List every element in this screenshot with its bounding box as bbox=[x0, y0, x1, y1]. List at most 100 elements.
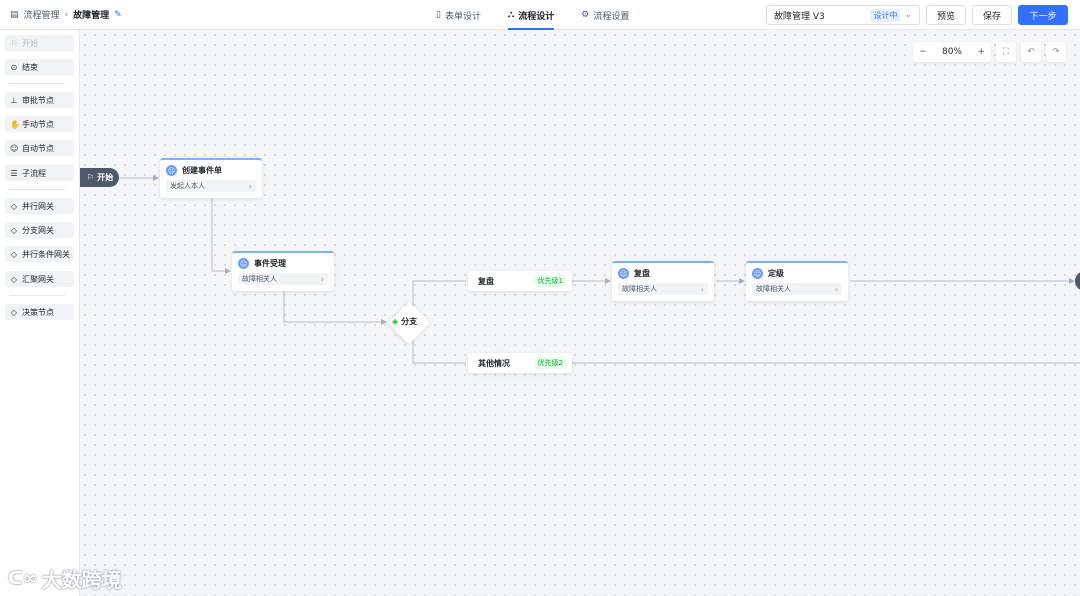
node-title: 事件受理 bbox=[254, 259, 286, 268]
flow-icon: ⛬ bbox=[507, 10, 515, 20]
user-avatar-icon: ☺ bbox=[238, 258, 249, 269]
zoom-out-icon[interactable]: − bbox=[919, 47, 927, 57]
version-name: 故障管理 V3 bbox=[774, 11, 825, 22]
gateway-label: ◈ 分支 bbox=[392, 316, 436, 327]
node-assignee-label: 发起人本人 bbox=[170, 182, 205, 190]
priority-badge: 优先级1 bbox=[534, 275, 566, 287]
subflow-icon: ☰ bbox=[10, 168, 18, 178]
gateway-label-text: 分支 bbox=[401, 317, 418, 326]
watermark: ᑕ∞ 大数跨境 bbox=[8, 564, 122, 593]
tab-flow-settings[interactable]: ⚙ 流程设置 bbox=[581, 0, 629, 30]
node-palette: ⚐开始 ⊙结束 ⊥审批节点 ✋手动节点 ☺自动节点 ☰子流程 ◇并行网关 ◇分支… bbox=[0, 30, 80, 596]
undo-icon[interactable]: ↶ bbox=[1021, 42, 1041, 62]
watermark-logo-icon: ᑕ∞ bbox=[8, 568, 38, 589]
version-select[interactable]: 故障管理 V3 设计中 ⌄ bbox=[766, 5, 920, 25]
palette-item-manual[interactable]: ✋手动节点 bbox=[5, 116, 74, 132]
watermark-text: 大数跨境 bbox=[41, 568, 122, 592]
palette-item-auto[interactable]: ☺自动节点 bbox=[5, 140, 74, 156]
priority-badge: 优先级2 bbox=[534, 357, 566, 369]
diamond-icon: ◇ bbox=[10, 225, 18, 235]
user-avatar-icon: ☺ bbox=[752, 268, 763, 279]
end-node[interactable] bbox=[1075, 271, 1080, 291]
node-header: ☺ 事件受理 bbox=[232, 253, 334, 269]
node-title: 定级 bbox=[768, 269, 784, 278]
fullscreen-icon[interactable]: ⛶ bbox=[996, 42, 1016, 62]
chevron-right-icon: › bbox=[64, 9, 69, 20]
status-badge: 设计中 bbox=[870, 8, 901, 22]
condition-priority-2[interactable]: 其他情况 优先级2 bbox=[468, 353, 572, 373]
save-button[interactable]: 保存 bbox=[972, 5, 1012, 25]
preview-button[interactable]: 预览 bbox=[926, 5, 966, 25]
connector-gateway-cond1 bbox=[412, 280, 466, 306]
connector-lines bbox=[119, 175, 1080, 364]
user-avatar-icon: ☺ bbox=[618, 268, 629, 279]
tab-label: 表单设计 bbox=[444, 11, 481, 22]
edit-icon[interactable]: ✎ bbox=[114, 9, 122, 20]
flag-icon: ⚐ bbox=[87, 173, 95, 182]
connector-gateway-cond2 bbox=[412, 338, 466, 364]
chevron-down-icon: ⌄ bbox=[904, 10, 912, 20]
palette-label: 汇聚网关 bbox=[22, 274, 54, 284]
connector-accept-gateway bbox=[283, 291, 387, 325]
breadcrumb-root[interactable]: 流程管理 bbox=[23, 11, 60, 21]
start-node[interactable]: ⚐ 开始 bbox=[80, 168, 119, 187]
user-avatar-icon: ☺ bbox=[166, 165, 177, 176]
palette-item-decision[interactable]: ◇决策节点 bbox=[5, 304, 74, 320]
palette-label: 子流程 bbox=[22, 168, 46, 178]
divider bbox=[9, 295, 65, 296]
breadcrumb-current: 故障管理 bbox=[73, 11, 110, 21]
tab-form-design[interactable]: ▯ 表单设计 bbox=[436, 0, 481, 30]
list-icon: ▤ bbox=[10, 9, 19, 20]
flow-canvas[interactable]: − 80% + ⛶ ↶ ↷ ⚐ 开始 ☺ 创建事件单 发起人本人 › ☺ 事件受… bbox=[80, 30, 1080, 596]
node-assignee[interactable]: 故障相关人 › bbox=[752, 283, 842, 295]
redo-icon[interactable]: ↷ bbox=[1046, 42, 1066, 62]
divider bbox=[9, 83, 65, 84]
palette-label: 并行条件网关 bbox=[22, 249, 70, 259]
condition-label: 复盘 bbox=[478, 276, 494, 286]
node-review[interactable]: ☺ 复盘 故障相关人 › bbox=[612, 261, 714, 301]
palette-item-merge-gateway[interactable]: ◇汇聚网关 bbox=[5, 271, 74, 287]
flag-icon: ⚐ bbox=[10, 38, 18, 48]
node-assignee-label: 故障相关人 bbox=[242, 275, 277, 283]
node-assignee[interactable]: 故障相关人 › bbox=[618, 283, 708, 295]
chevron-right-icon: › bbox=[700, 284, 704, 294]
palette-label: 并行网关 bbox=[22, 201, 54, 211]
document-icon: ▯ bbox=[436, 10, 441, 20]
node-header: ☺ 定级 bbox=[746, 263, 848, 279]
palette-label: 自动节点 bbox=[22, 143, 54, 153]
condition-priority-1[interactable]: 复盘 优先级1 bbox=[468, 271, 572, 291]
node-assignee[interactable]: 故障相关人 › bbox=[238, 273, 328, 285]
palette-label: 决策节点 bbox=[22, 307, 54, 317]
robot-icon: ☺ bbox=[10, 143, 19, 153]
palette-item-approval[interactable]: ⊥审批节点 bbox=[5, 92, 74, 108]
hand-icon: ✋ bbox=[10, 119, 20, 129]
palette-item-parallel-condition-gateway[interactable]: ◇ 并行条件网关 bbox=[5, 246, 74, 262]
diamond-icon: ◇ bbox=[10, 249, 18, 259]
next-step-button[interactable]: 下一步 bbox=[1018, 5, 1068, 25]
palette-item-start: ⚐开始 bbox=[5, 35, 74, 51]
palette-item-subflow[interactable]: ☰ 子流程 bbox=[5, 165, 74, 181]
node-accept-event[interactable]: ☺ 事件受理 故障相关人 › bbox=[232, 251, 334, 291]
palette-item-parallel-gateway[interactable]: ◇并行网关 bbox=[5, 198, 74, 214]
stamp-icon: ⊥ bbox=[10, 95, 18, 105]
node-title: 创建事件单 bbox=[182, 166, 222, 175]
zoom-in-icon[interactable]: + bbox=[977, 47, 985, 57]
node-assignee-label: 故障相关人 bbox=[622, 285, 657, 293]
node-assignee[interactable]: 发起人本人 › bbox=[166, 180, 256, 192]
tab-label: 流程设计 bbox=[518, 11, 555, 22]
tab-label: 流程设置 bbox=[593, 11, 630, 22]
gear-icon: ⚙ bbox=[581, 10, 590, 20]
palette-item-end[interactable]: ⊙结束 bbox=[5, 59, 74, 75]
palette-item-branch-gateway[interactable]: ◇ 分支网关 bbox=[5, 222, 74, 238]
zoom-control: − 80% + bbox=[913, 42, 991, 62]
tab-flow-design[interactable]: ⛬ 流程设计 bbox=[507, 0, 555, 30]
node-assignee-label: 故障相关人 bbox=[756, 285, 791, 293]
main-tabs: ▯ 表单设计 ⛬ 流程设计 ⚙ 流程设置 bbox=[436, 0, 629, 30]
node-create-ticket[interactable]: ☺ 创建事件单 发起人本人 › bbox=[160, 158, 262, 198]
divider bbox=[9, 189, 65, 190]
node-grade[interactable]: ☺ 定级 故障相关人 › bbox=[746, 261, 848, 301]
chevron-right-icon: › bbox=[320, 274, 324, 284]
stop-circle-icon: ⊙ bbox=[10, 62, 18, 72]
palette-label: 分支网关 bbox=[22, 225, 54, 235]
version-status-wrap: 设计中 ⌄ bbox=[870, 8, 912, 22]
